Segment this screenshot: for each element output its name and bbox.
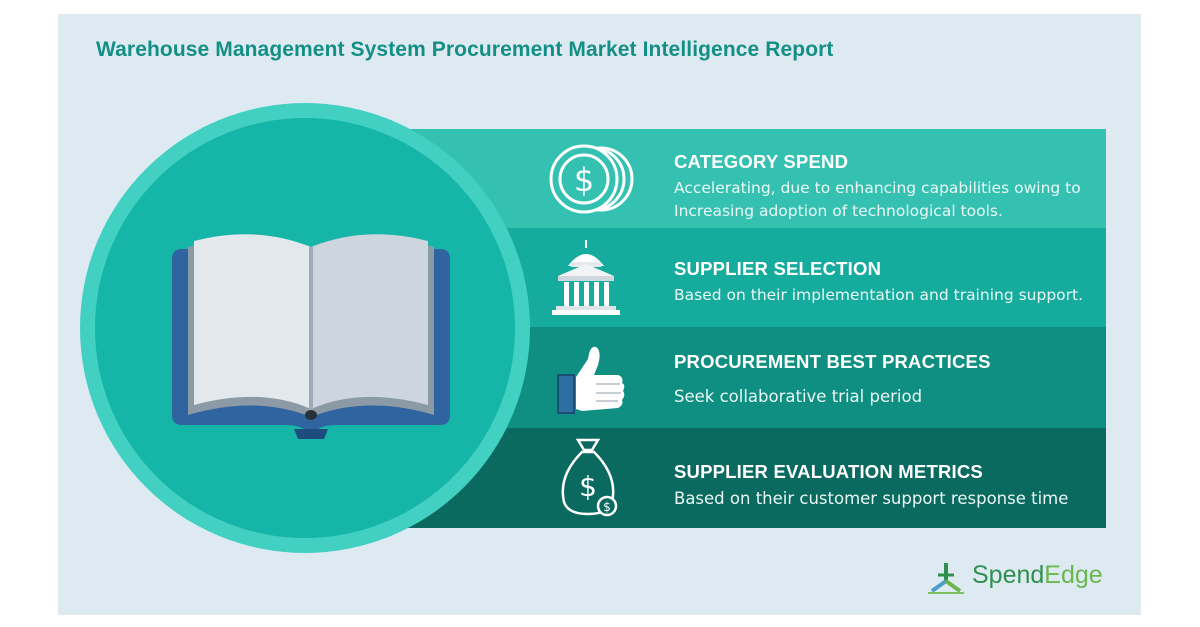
money-bag-icon: $ $ (561, 438, 618, 517)
band-category-spend: $ CATEGORY SPEND Accelerating, due to en… (388, 129, 1106, 228)
band-heading: CATEGORY SPEND (674, 151, 849, 172)
spendedge-logo-text: SpendEdge (972, 561, 1103, 590)
infographic-panel: Warehouse Management System Procurement … (58, 14, 1141, 615)
band-description-line: Accelerating, due to enhancing capabilit… (674, 179, 1081, 197)
band-description-line: Increasing adoption of technological too… (674, 202, 1003, 220)
band-text: SUPPLIER SELECTION Based on their implem… (674, 258, 1106, 307)
band-description: Based on their customer support response… (674, 487, 1106, 510)
band-text: SUPPLIER EVALUATION METRICS Based on the… (674, 461, 1106, 510)
dollar-coins-icon: $ (549, 144, 634, 214)
band-description: Based on their implementation and traini… (674, 284, 1106, 307)
band-description-line: Seek collaborative trial period (674, 387, 923, 406)
band-description: Seek collaborative trial period (674, 385, 1106, 408)
svg-text:$: $ (579, 470, 597, 503)
open-book-icon (172, 234, 450, 439)
page-title: Warehouse Management System Procurement … (96, 38, 834, 61)
svg-text:$: $ (603, 500, 611, 514)
band-description-line: Based on their customer support response… (674, 489, 1069, 508)
band-description: Accelerating, due to enhancing capabilit… (674, 177, 1106, 223)
band-text: CATEGORY SPEND Accelerating, due to enha… (674, 151, 1106, 223)
thumbs-up-icon (557, 346, 625, 414)
logo-text-part: Edge (1044, 561, 1103, 589)
svg-text:$: $ (574, 161, 594, 199)
spendedge-logo-mark-icon (928, 563, 964, 594)
band-heading: PROCUREMENT BEST PRACTICES (674, 351, 991, 372)
logo-text-part: Spend (972, 561, 1045, 589)
band-description-line: Based on their implementation and traini… (674, 286, 1084, 304)
band-supplier-evaluation-metrics: $ $ SUPPLIER EVALUATION METRICS Based on… (388, 428, 1106, 528)
band-heading: SUPPLIER EVALUATION METRICS (674, 461, 983, 482)
spendedge-logo: SpendEdge (926, 559, 1116, 599)
government-building-icon (552, 240, 620, 315)
band-heading: SUPPLIER SELECTION (674, 258, 882, 279)
band-text: PROCUREMENT BEST PRACTICES Seek collabor… (674, 351, 1106, 408)
